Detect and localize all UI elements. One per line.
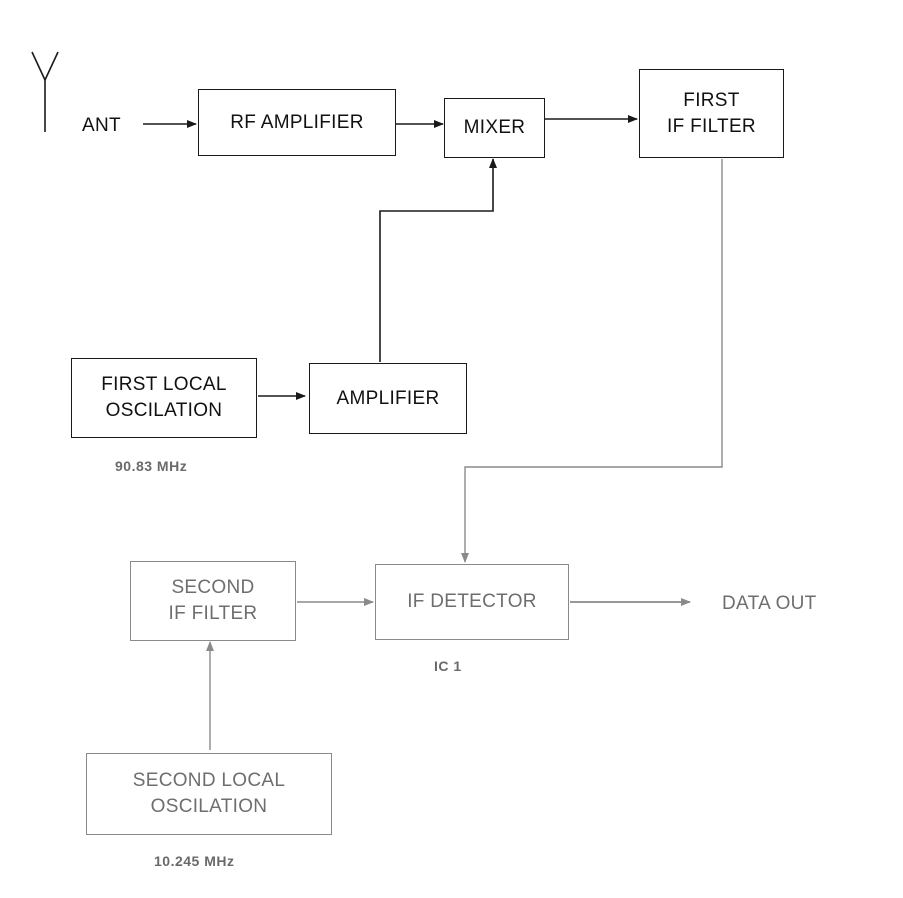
second-if-filter-line-2: IF FILTER	[169, 601, 258, 627]
mixer-block: MIXER	[444, 98, 545, 158]
second-if-filter-block: SECOND IF FILTER	[130, 561, 296, 641]
if-detector-block: IF DETECTOR	[375, 564, 569, 640]
arrow-amp-to-mixer	[380, 159, 493, 362]
first-osc-frequency: 90.83 MHz	[115, 458, 187, 474]
first-if-filter-line-2: IF FILTER	[667, 114, 756, 140]
first-local-osc-line-1: FIRST LOCAL	[101, 372, 226, 398]
if-detector-label: IF DETECTOR	[407, 589, 537, 615]
first-if-filter-block: FIRST IF FILTER	[639, 69, 784, 158]
second-local-osc-line-1: SECOND LOCAL	[133, 768, 285, 794]
data-out-label: DATA OUT	[722, 593, 817, 615]
second-local-oscillation-block: SECOND LOCAL OSCILATION	[86, 753, 332, 835]
first-local-osc-line-2: OSCILATION	[106, 398, 223, 424]
second-local-osc-line-2: OSCILATION	[151, 794, 268, 820]
amplifier-block: AMPLIFIER	[309, 363, 467, 434]
rf-amplifier-label: RF AMPLIFIER	[230, 110, 363, 136]
first-local-oscillation-block: FIRST LOCAL OSCILATION	[71, 358, 257, 438]
antenna-icon	[32, 52, 58, 132]
amplifier-label: AMPLIFIER	[337, 386, 440, 412]
second-if-filter-line-1: SECOND	[171, 575, 254, 601]
antenna-label: ANT	[82, 115, 121, 137]
first-if-filter-line-1: FIRST	[683, 88, 739, 114]
ic-label: IC 1	[434, 658, 462, 674]
second-osc-frequency: 10.245 MHz	[154, 853, 234, 869]
rf-amplifier-block: RF AMPLIFIER	[198, 89, 396, 156]
mixer-label: MIXER	[464, 115, 526, 141]
arrow-first-if-to-detector	[465, 159, 722, 562]
